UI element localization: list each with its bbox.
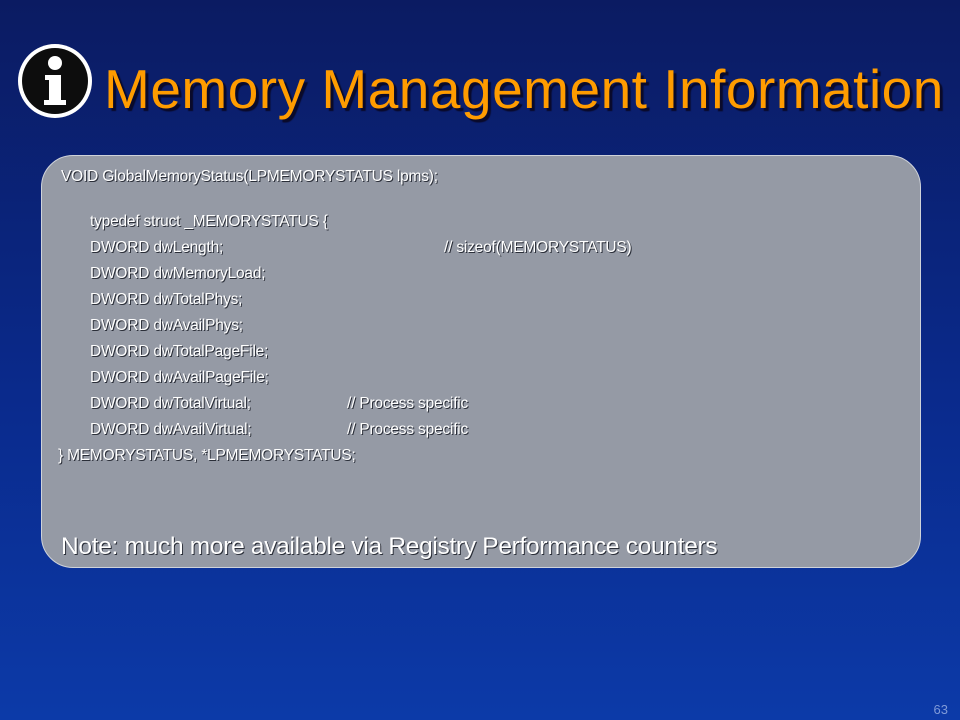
- page-number: 63: [933, 702, 948, 717]
- code-text: VOID GlobalMemoryStatus(LPMEMORYSTATUS l…: [61, 168, 438, 185]
- code-text: DWORD dwMemoryLoad;: [90, 265, 266, 282]
- note-text: Note: much more available via Registry P…: [61, 533, 718, 560]
- code-text: DWORD dwAvailPageFile;: [90, 369, 269, 386]
- code-text: DWORD dwLength;: [90, 239, 224, 256]
- code-comment: // Process specific: [347, 395, 469, 412]
- slide-title: Memory Management Information: [104, 58, 944, 120]
- code-text: DWORD dwAvailVirtual;: [90, 421, 252, 438]
- code-text: typedef struct _MEMORYSTATUS {: [90, 213, 328, 230]
- code-panel: VOID GlobalMemoryStatus(LPMEMORYSTATUS l…: [41, 155, 921, 568]
- code-text: DWORD dwTotalVirtual;: [90, 395, 251, 412]
- code-comment: // sizeof(MEMORYSTATUS): [444, 239, 632, 256]
- code-text: DWORD dwTotalPageFile;: [90, 343, 269, 360]
- code-comment: // Process specific: [347, 421, 469, 438]
- code-text: } MEMORYSTATUS, *LPMEMORYSTATUS;: [58, 447, 356, 464]
- info-icon: [18, 44, 92, 118]
- code-text: DWORD dwAvailPhys;: [90, 317, 243, 334]
- code-text: DWORD dwTotalPhys;: [90, 291, 243, 308]
